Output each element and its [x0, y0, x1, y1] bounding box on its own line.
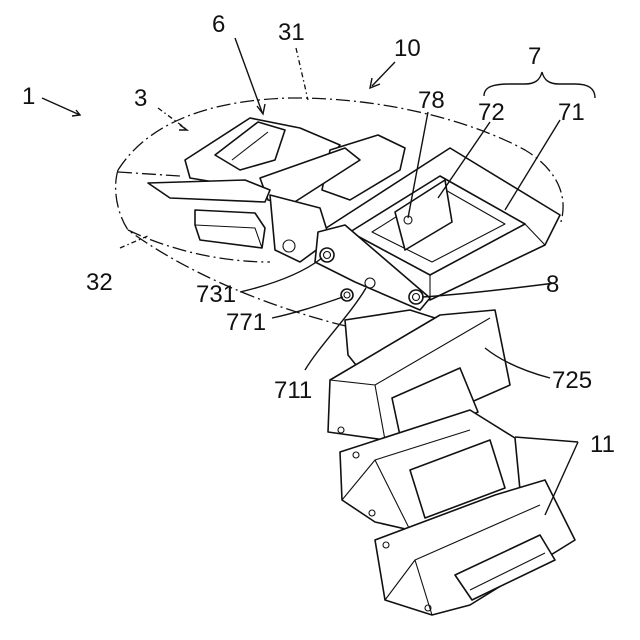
label-6: 6: [212, 11, 225, 38]
label-31: 31: [278, 19, 305, 46]
label-7: 7: [528, 43, 541, 70]
label-1: 1: [22, 83, 35, 110]
label-32: 32: [86, 269, 113, 296]
label-711: 711: [274, 377, 312, 404]
label-731: 731: [196, 281, 236, 308]
label-78: 78: [418, 87, 445, 114]
label-8: 8: [546, 271, 559, 298]
label-11: 11: [590, 431, 615, 458]
label-3: 3: [134, 85, 147, 112]
label-725: 725: [552, 367, 592, 394]
label-71: 71: [558, 99, 585, 126]
label-10: 10: [394, 35, 421, 62]
label-72: 72: [478, 99, 505, 126]
label-771: 771: [226, 309, 266, 336]
